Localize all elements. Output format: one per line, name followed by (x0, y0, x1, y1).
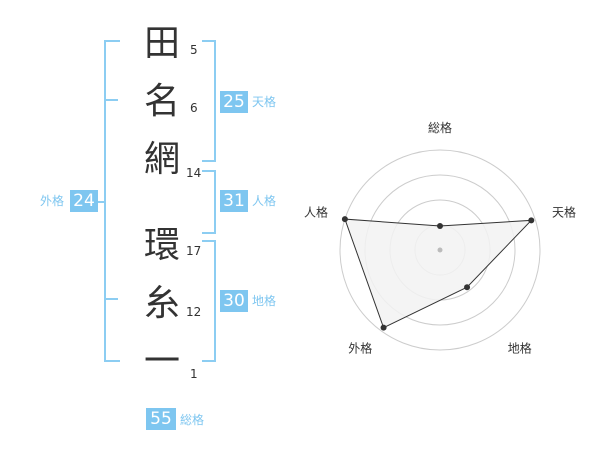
soukaku-value: 55 (146, 408, 176, 430)
chikaku-value: 30 (220, 290, 248, 312)
name-char-1: 田 (143, 23, 180, 64)
gaikaku-connector (98, 201, 106, 203)
name-char-6: 一 (143, 341, 180, 382)
radar-axis-label-3: 地格 (508, 341, 532, 356)
chikaku-bracket (202, 240, 216, 362)
jinkaku-value: 31 (220, 190, 248, 212)
radar-center (437, 247, 443, 253)
name-char-4: 環 (143, 225, 180, 266)
radar-point-5 (341, 216, 348, 223)
soukaku-label: 総格 (180, 413, 205, 427)
radar-point-1 (437, 223, 443, 229)
radar-axis-label-1: 総格 (428, 120, 452, 135)
gaikaku-label: 外格 (40, 194, 65, 208)
stroke-count-2: 6 (190, 101, 198, 115)
gaikaku-tick (104, 99, 118, 101)
stroke-count-3: 14 (186, 166, 202, 180)
name-char-3: 網 (143, 139, 180, 180)
radar-axis-label-2: 天格 (552, 204, 576, 219)
stroke-count-5: 12 (186, 305, 202, 319)
gaikaku-tick (104, 298, 118, 300)
gaikaku-value: 24 (70, 190, 98, 212)
name-char-5: 糸 (143, 283, 180, 324)
tenkaku-value: 25 (220, 91, 248, 113)
name-char-2: 名 (143, 81, 180, 122)
radar-point-3 (464, 284, 471, 291)
stroke-count-1: 5 (190, 43, 198, 57)
stroke-count-6: 1 (190, 367, 198, 381)
radar-point-4 (380, 324, 387, 331)
stroke-count-4: 17 (186, 244, 202, 258)
radar-point-2 (528, 217, 535, 224)
tenkaku-bracket (202, 40, 216, 162)
radar-polygon (344, 218, 533, 329)
tenkaku-label: 天格 (252, 95, 277, 109)
radar-shape (341, 216, 535, 331)
radar-axis-label-5: 人格 (304, 204, 328, 219)
jinkaku-label: 人格 (252, 194, 277, 208)
radar-ring (339, 149, 541, 351)
jinkaku-bracket (202, 170, 216, 234)
chikaku-label: 地格 (252, 294, 277, 308)
radar-axis-label-4: 外格 (348, 341, 372, 356)
